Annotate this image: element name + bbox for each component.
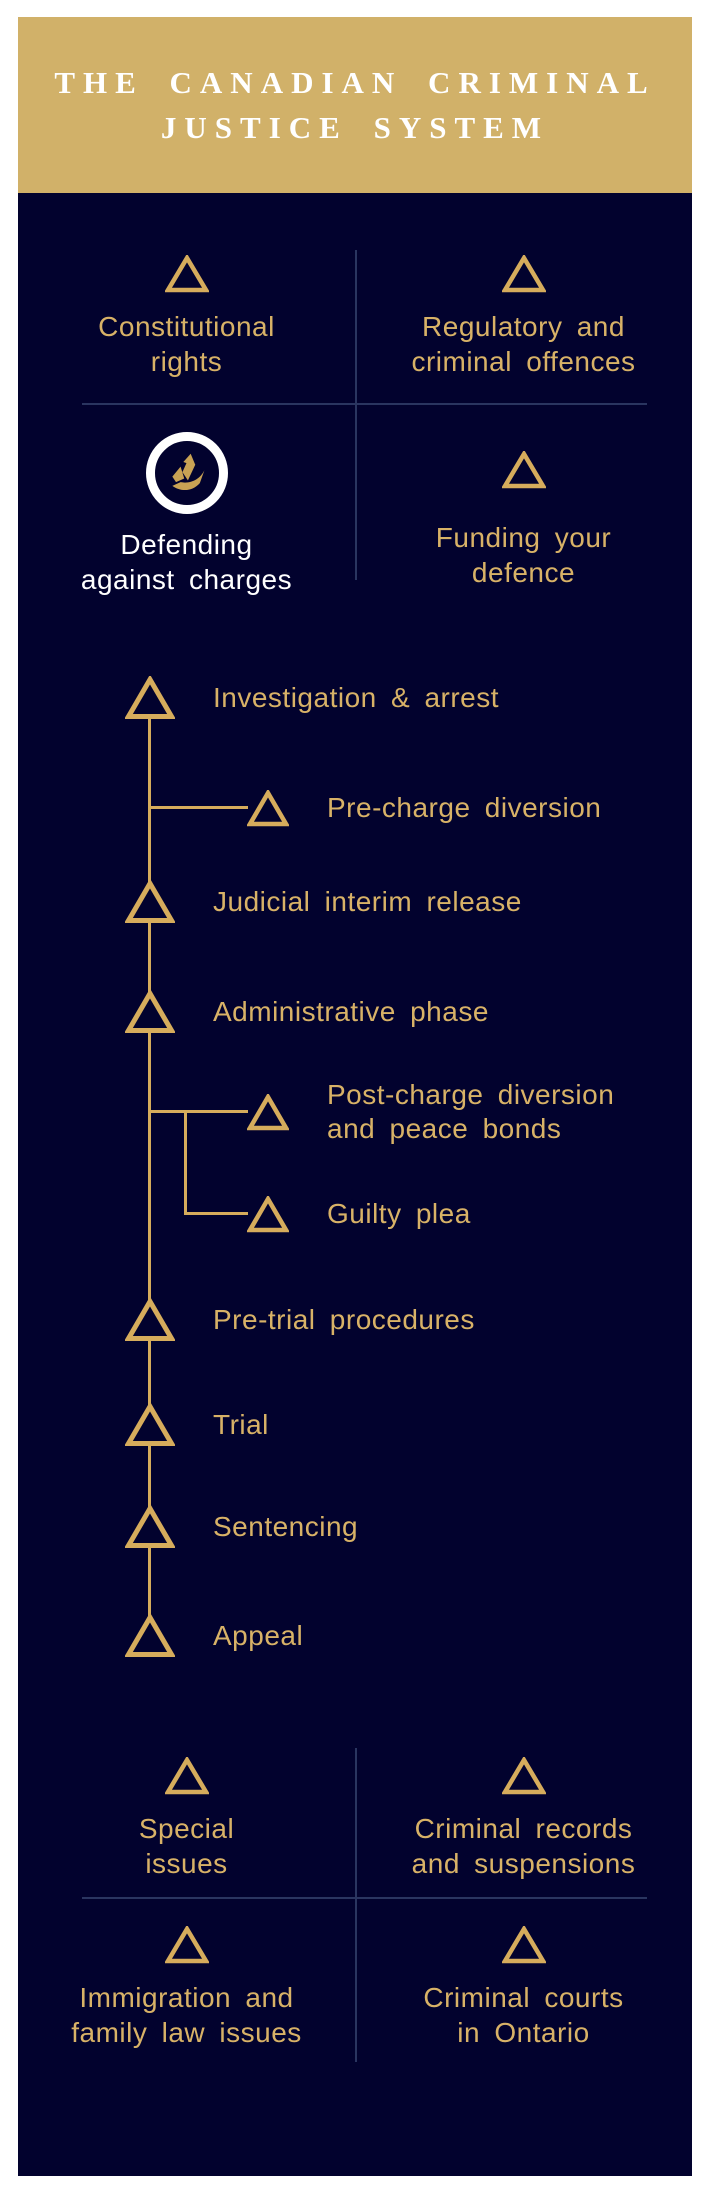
content-panel: Constitutional rights Regulatory and cri… — [18, 193, 692, 2176]
top-grid-vertical-divider — [355, 250, 357, 580]
nav-card-label: Immigration and family law issues — [71, 1982, 302, 2048]
triangle-icon-appeal[interactable] — [124, 1612, 176, 1663]
triangle-icon-guilty-plea[interactable] — [246, 1194, 290, 1238]
flow-step-administrative-phase[interactable]: Administrative phase — [213, 996, 489, 1027]
triangle-icon-trial[interactable] — [124, 1401, 176, 1452]
nav-card-special-issues[interactable]: Special issues — [18, 1740, 355, 1905]
triangle-icon — [164, 1754, 209, 1798]
nav-card-funding-your-defence[interactable]: Funding your defence — [355, 414, 692, 590]
page-title-line-2: JUSTICE SYSTEM — [160, 110, 550, 145]
header-band: THE CANADIAN CRIMINAL JUSTICE SYSTEM — [18, 17, 692, 193]
bottom-grid-vertical-divider — [355, 1748, 357, 2062]
flow-branch-drop-line — [184, 1110, 187, 1215]
top-nav-grid: Constitutional rights Regulatory and cri… — [18, 238, 692, 595]
flow-step-appeal[interactable]: Appeal — [213, 1620, 304, 1651]
top-grid-horizontal-divider — [82, 403, 647, 405]
flow-step-sentencing[interactable]: Sentencing — [213, 1511, 359, 1542]
nav-card-label: Constitutional rights — [98, 311, 275, 377]
nav-card-regulatory-criminal-offences[interactable]: Regulatory and criminal offences — [355, 238, 692, 414]
flow-step-pre-charge-diversion[interactable]: Pre-charge diversion — [327, 792, 602, 823]
nav-card-criminal-records-suspensions[interactable]: Criminal records and suspensions — [355, 1740, 692, 1905]
nav-card-immigration-family-law[interactable]: Immigration and family law issues — [18, 1905, 355, 2070]
triangle-icon-investigation[interactable] — [124, 674, 176, 725]
flow-step-investigation-arrest[interactable]: Investigation & arrest — [213, 682, 500, 713]
nav-card-label: Defending against charges — [80, 529, 293, 595]
logo-ring-icon — [145, 432, 228, 514]
nav-card-defending-against-charges[interactable]: Defending against charges — [18, 414, 355, 595]
firm-logo-icon — [171, 453, 204, 491]
nav-card-label: Criminal courts in Ontario — [423, 1982, 624, 2048]
nav-card-label: Special issues — [138, 1813, 235, 1879]
triangle-icon-administrative-phase[interactable] — [124, 988, 176, 1039]
triangle-icon — [501, 1923, 546, 1967]
triangle-icon — [501, 252, 546, 296]
bottom-nav-grid: Special issues Criminal records and susp… — [18, 1740, 692, 2070]
triangle-icon-pre-charge-diversion[interactable] — [246, 788, 290, 832]
triangle-icon-judicial-release[interactable] — [124, 878, 176, 929]
triangle-icon-post-charge-diversion[interactable] — [246, 1092, 290, 1136]
nav-card-label: Criminal records and suspensions — [411, 1813, 636, 1879]
bottom-grid-horizontal-divider — [82, 1897, 647, 1899]
flow-step-pre-trial-procedures[interactable]: Pre-trial procedures — [213, 1304, 475, 1335]
nav-card-label: Regulatory and criminal offences — [411, 311, 636, 377]
flow-step-trial[interactable]: Trial — [213, 1409, 269, 1440]
flow-branch-line-guilty-plea — [184, 1212, 248, 1215]
triangle-icon — [164, 1923, 209, 1967]
triangle-icon-sentencing[interactable] — [124, 1503, 176, 1554]
nav-card-constitutional-rights[interactable]: Constitutional rights — [18, 238, 355, 414]
nav-card-criminal-courts-ontario[interactable]: Criminal courts in Ontario — [355, 1905, 692, 2070]
nav-card-label: Funding your defence — [435, 522, 612, 588]
flow-step-guilty-plea[interactable]: Guilty plea — [327, 1198, 471, 1229]
flow-branch-line-pre-charge — [150, 806, 248, 809]
flow-step-judicial-interim-release[interactable]: Judicial interim release — [213, 886, 522, 917]
triangle-icon-pre-trial[interactable] — [124, 1296, 176, 1347]
flow-branch-line-post-charge — [150, 1110, 248, 1113]
triangle-icon — [164, 252, 209, 296]
triangle-icon — [501, 1754, 546, 1798]
flow-main-line — [148, 698, 151, 1636]
page-title-line-1: THE CANADIAN CRIMINAL — [54, 65, 656, 100]
triangle-icon — [501, 432, 546, 507]
flow-step-post-charge-diversion[interactable]: Post-charge diversion and peace bonds — [327, 1079, 615, 1144]
firm-logo-badge — [145, 432, 228, 514]
